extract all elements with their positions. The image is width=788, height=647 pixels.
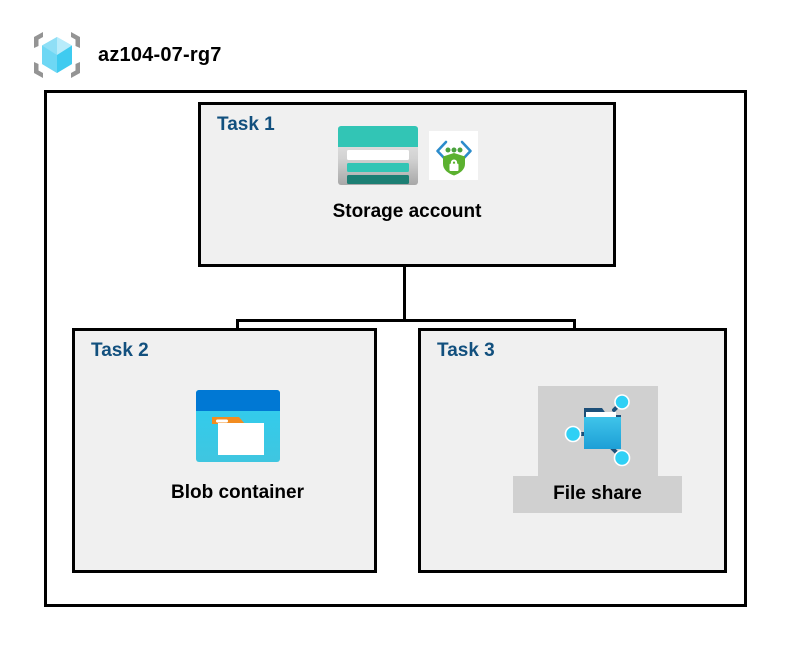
file-share-caption: File share [513, 476, 682, 513]
node-storage-account: Storage account [307, 124, 507, 223]
node-blob-container: Blob container [150, 388, 325, 504]
task-3-label: Task 3 [437, 340, 495, 361]
task-1-label: Task 1 [217, 114, 275, 135]
connector-horizontal-bus [236, 319, 576, 322]
blob-container-icon [194, 388, 282, 464]
task-2-label: Task 2 [91, 340, 149, 361]
storage-account-icon [336, 124, 420, 187]
node-file-share: File share [510, 386, 685, 513]
storage-account-caption: Storage account [332, 201, 482, 222]
file-share-icon [537, 386, 658, 476]
resource-group-cube-icon [34, 32, 80, 78]
storage-account-icon-row [336, 124, 478, 187]
resource-group-header: az104-07-rg7 [30, 28, 222, 82]
blob-container-caption: Blob container [170, 482, 304, 503]
connector-storage-to-bus [403, 232, 406, 321]
task-2-box: Task 2 [72, 328, 377, 573]
resource-group-name: az104-07-rg7 [98, 43, 222, 66]
secure-endpoint-shield-icon [429, 131, 478, 180]
